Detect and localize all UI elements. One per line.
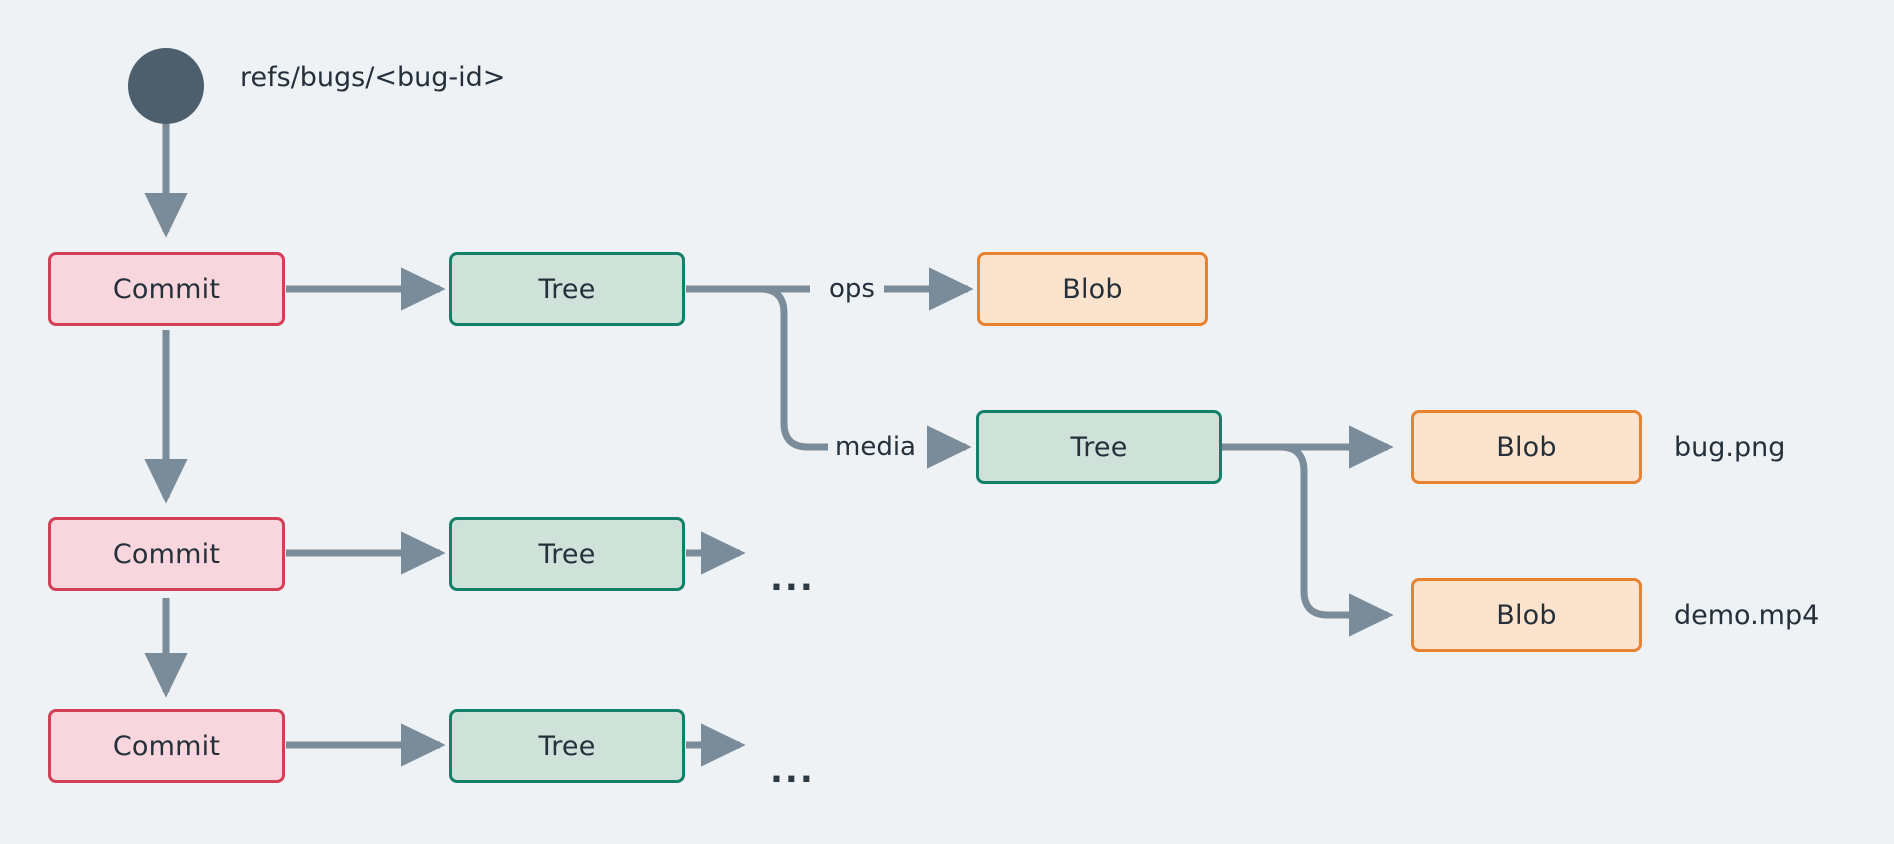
file-label-demo-mp4: demo.mp4 xyxy=(1674,600,1820,631)
edge-label-media: media xyxy=(830,432,921,462)
node-commit-2[interactable]: Commit xyxy=(48,517,285,591)
node-blob-bug-png[interactable]: Blob xyxy=(1411,410,1642,484)
node-commit-3[interactable]: Commit xyxy=(48,709,285,783)
edge-label-ops: ops xyxy=(824,274,880,304)
edge-tree1-to-media xyxy=(686,285,828,451)
ellipsis-tree-3: ... xyxy=(770,751,815,791)
file-label-bug-png: bug.png xyxy=(1674,432,1786,463)
ref-label: refs/bugs/<bug-id> xyxy=(240,62,506,93)
ellipsis-tree-2: ... xyxy=(770,559,815,599)
node-tree-1[interactable]: Tree xyxy=(449,252,685,326)
node-tree-3[interactable]: Tree xyxy=(449,709,685,783)
node-blob-demo-mp4[interactable]: Blob xyxy=(1411,578,1642,652)
ref-root-dot xyxy=(128,48,204,124)
edge-treemedia-to-demomp4 xyxy=(1222,443,1394,637)
node-blob-ops[interactable]: Blob xyxy=(977,252,1208,326)
node-commit-1[interactable]: Commit xyxy=(48,252,285,326)
node-tree-media[interactable]: Tree xyxy=(976,410,1222,484)
node-tree-2[interactable]: Tree xyxy=(449,517,685,591)
